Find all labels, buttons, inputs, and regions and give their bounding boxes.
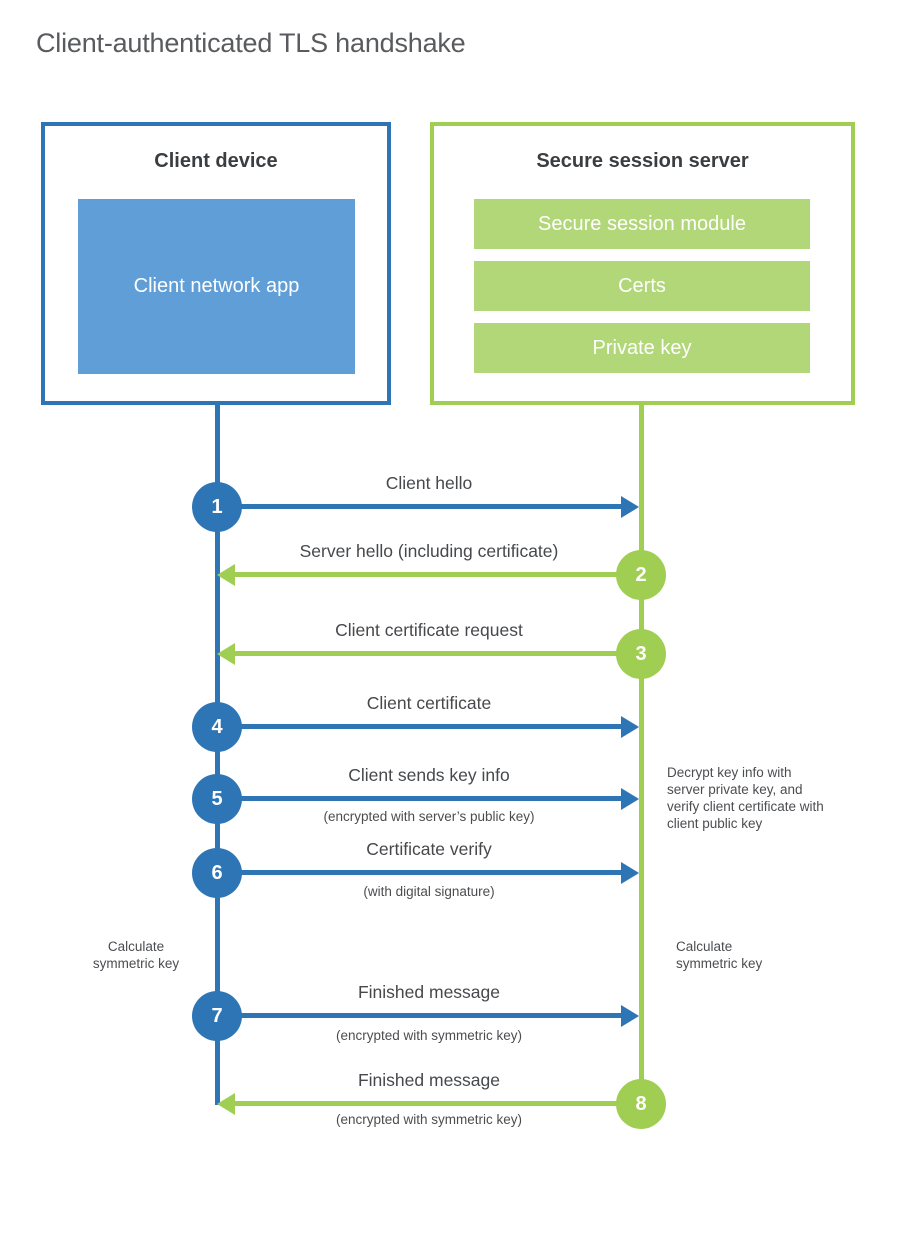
step-number-badge: 8 <box>616 1079 666 1129</box>
arrow-left-icon <box>217 564 235 586</box>
step-label: Client sends key info <box>348 765 510 785</box>
client-lifeline <box>215 405 220 1105</box>
step-label: Finished message <box>357 1070 501 1090</box>
step-sublabel: (encrypted with symmetric key) <box>335 1112 523 1127</box>
note-calculate-symmetric-key-server: Calculate symmetric key <box>676 939 763 971</box>
server-module-private-key: Private key <box>474 323 810 373</box>
step-label: Certificate verify <box>366 839 492 859</box>
step-label: Server hello (including certificate) <box>299 541 559 561</box>
step-label: Client hello <box>385 473 473 493</box>
step-number-badge: 3 <box>616 629 666 679</box>
step-number-badge: 2 <box>616 550 666 600</box>
arrow-line <box>217 870 623 875</box>
client-device-title: Client device <box>154 150 278 172</box>
arrow-line <box>217 1013 623 1018</box>
arrow-line <box>235 1101 641 1106</box>
step-label: Client certificate <box>366 693 492 713</box>
arrow-line <box>217 796 623 801</box>
note-calculate-symmetric-key-client: Calculate symmetric key <box>92 939 180 971</box>
page-title: Client-authenticated TLS handshake <box>36 28 466 58</box>
step-sublabel: (encrypted with server’s public key) <box>323 809 535 824</box>
arrow-line <box>235 572 641 577</box>
client-network-app-label: Client network app <box>133 275 300 297</box>
step-number-badge: 7 <box>192 991 242 1041</box>
client-network-app-block: Client network app <box>78 199 355 374</box>
server-module-certs: Certs <box>474 261 810 311</box>
server-module-secure-session-module: Secure session module <box>474 199 810 249</box>
step-number-badge: 1 <box>192 482 242 532</box>
step-label: Client certificate request <box>335 620 523 640</box>
step-number-badge: 6 <box>192 848 242 898</box>
arrow-line <box>235 651 641 656</box>
step-number-badge: 4 <box>192 702 242 752</box>
arrow-right-icon <box>621 862 639 884</box>
step-sublabel: (with digital signature) <box>363 884 495 899</box>
step-number-badge: 5 <box>192 774 242 824</box>
note-decrypt-key-info: Decrypt key info with server private key… <box>667 765 824 831</box>
secure-session-server-title: Secure session server <box>536 150 749 172</box>
step-sublabel: (encrypted with symmetric key) <box>335 1028 523 1043</box>
arrow-right-icon <box>621 1005 639 1027</box>
server-lifeline <box>639 405 644 1105</box>
arrow-left-icon <box>217 1093 235 1115</box>
arrow-left-icon <box>217 643 235 665</box>
arrow-line <box>217 504 623 509</box>
arrow-right-icon <box>621 716 639 738</box>
arrow-right-icon <box>621 788 639 810</box>
arrow-line <box>217 724 623 729</box>
step-label: Finished message <box>357 982 501 1002</box>
arrow-right-icon <box>621 496 639 518</box>
